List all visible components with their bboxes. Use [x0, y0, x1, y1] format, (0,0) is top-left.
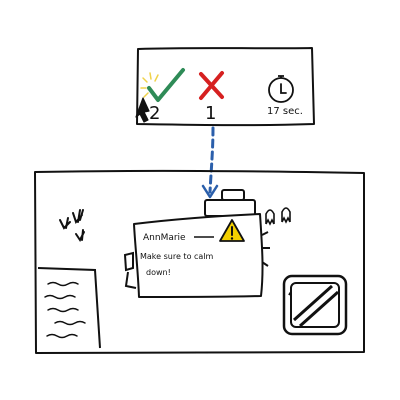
- connector-arrow: [201, 126, 219, 199]
- check-icon: [140, 68, 185, 102]
- note-author: AnnMarie: [143, 233, 186, 243]
- message-note: AnnMarie Make sure to calm down!: [133, 213, 264, 298]
- timer-label: 17 sec.: [267, 106, 303, 117]
- grass-sprouts: [59, 209, 85, 242]
- x-icon: [199, 71, 224, 100]
- mouse-pointer-icon: [135, 97, 150, 123]
- notepad: [37, 267, 101, 349]
- ghost-figures: [265, 207, 291, 226]
- scene-panel: AnnMarie Make sure to calm down!: [34, 169, 365, 354]
- wrong-count: 1: [205, 103, 216, 124]
- note-message-line1: Make sure to calm: [140, 252, 214, 261]
- no-entry-icon: [282, 274, 348, 336]
- score-panel: 2 1 17 sec.: [135, 47, 315, 127]
- stopwatch-icon: [268, 75, 294, 103]
- notepad-lines: [44, 281, 86, 339]
- scene-panel-frame: [34, 169, 365, 354]
- correct-count: 2: [149, 103, 160, 124]
- note-message-line2: down!: [146, 268, 171, 277]
- warning-icon: [219, 219, 245, 242]
- score-panel-frame: [136, 47, 315, 127]
